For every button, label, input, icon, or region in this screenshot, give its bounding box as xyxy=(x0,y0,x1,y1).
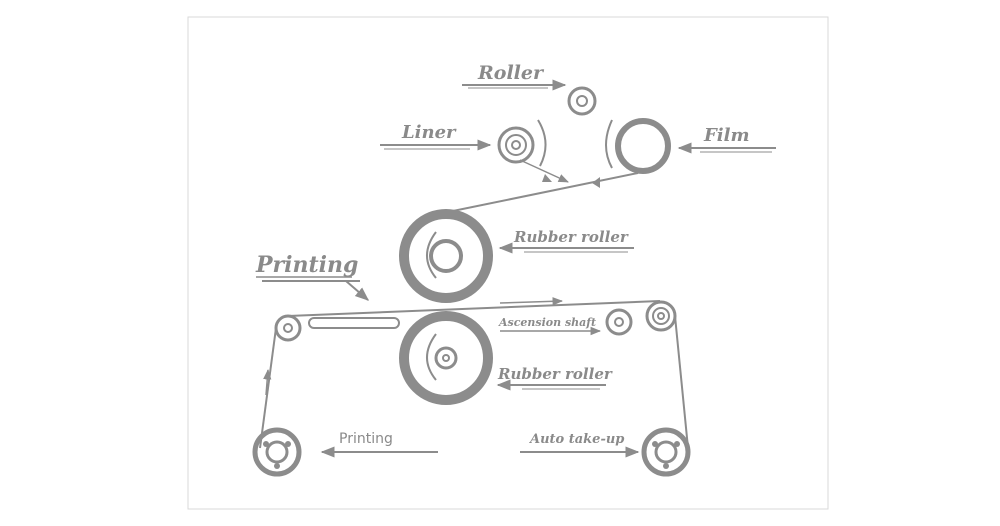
web-path-right xyxy=(674,315,689,449)
auto-take-up-reel xyxy=(641,427,691,477)
diagram-frame xyxy=(187,16,829,510)
printing-top-label: Printing xyxy=(255,252,358,278)
web-path-top xyxy=(287,300,661,317)
roller-label: Roller xyxy=(477,62,545,84)
roller-small xyxy=(567,86,597,116)
rubber-roller-top-label: Rubber roller xyxy=(513,228,629,246)
film-path xyxy=(447,172,639,213)
auto-take-up-label: Auto take-up xyxy=(528,432,624,447)
rubber-roller-bottom xyxy=(399,311,493,405)
liner-label: Liner xyxy=(401,122,457,143)
printing-bottom-label: Printing xyxy=(339,431,393,447)
ascension-shaft xyxy=(605,308,633,336)
ascension-shaft-label: Ascension shaft xyxy=(498,316,596,329)
rubber-roller-top xyxy=(399,209,493,303)
unwind-reel xyxy=(252,427,302,477)
web-path-left xyxy=(259,327,277,449)
printing-head xyxy=(308,317,400,329)
rubber-roller-bottom-label: Rubber roller xyxy=(497,365,613,383)
liner-reel xyxy=(497,119,547,167)
film-label: Film xyxy=(703,125,750,146)
film-reel xyxy=(605,118,671,174)
